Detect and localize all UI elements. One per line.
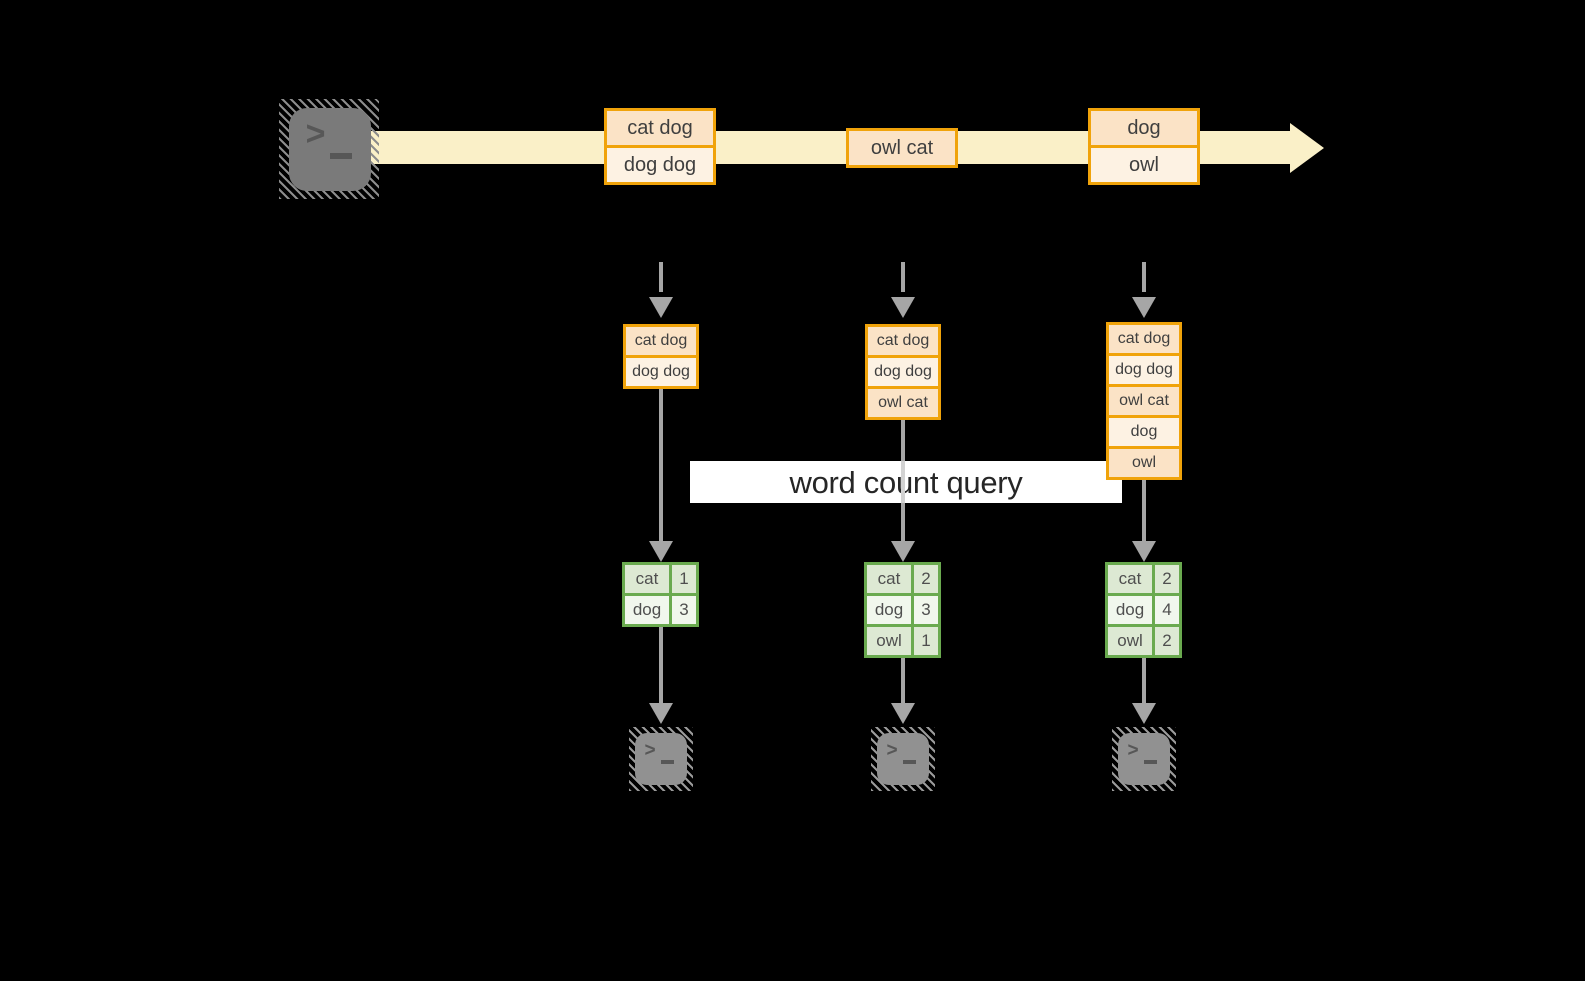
table-cell: 2 — [914, 565, 938, 593]
arrowhead-icon — [891, 297, 915, 318]
record-stack: cat dog dog dog owl cat — [865, 324, 941, 420]
table-cell: 1 — [672, 565, 696, 593]
connector-line — [901, 658, 905, 705]
prompt-chevron-icon: > — [886, 740, 898, 763]
record-cell: cat dog — [607, 111, 713, 145]
arrowhead-icon — [1132, 703, 1156, 724]
stack-cell: cat dog — [1109, 325, 1179, 353]
prompt-underscore-icon — [330, 152, 352, 159]
stack-cell: dog dog — [868, 355, 938, 386]
stack-cell: owl — [1109, 446, 1179, 477]
stream-arrowhead-icon — [1290, 123, 1324, 173]
record-cell: owl cat — [849, 131, 955, 165]
prompt-chevron-icon: > — [1127, 740, 1139, 763]
table-cell: 2 — [1155, 627, 1179, 655]
stream-record-box: cat dog dog dog — [604, 108, 716, 185]
stack-cell: dog dog — [626, 355, 696, 386]
terminal-icon: > — [1112, 727, 1176, 791]
prompt-underscore-icon — [1144, 760, 1157, 765]
stream-record-box: dog owl — [1088, 108, 1200, 185]
arrowhead-icon — [649, 541, 673, 562]
terminal-icon-face: > — [877, 733, 929, 785]
terminal-icon-face: > — [635, 733, 687, 785]
prompt-underscore-icon — [661, 760, 674, 765]
connector-line — [1142, 480, 1146, 543]
record-cell: dog dog — [607, 145, 713, 182]
arrowhead-icon — [649, 703, 673, 724]
dashed-arrow — [659, 262, 663, 292]
terminal-icon: > — [871, 727, 935, 791]
arrowhead-icon — [1132, 297, 1156, 318]
connector-line — [659, 627, 663, 705]
record-cell: owl — [1091, 145, 1197, 182]
table-cell: 3 — [672, 596, 696, 624]
terminal-icon: > — [629, 727, 693, 791]
stack-cell: cat dog — [626, 327, 696, 355]
word-count-table: cat 1 dog 3 — [622, 562, 699, 627]
table-cell: 2 — [1155, 565, 1179, 593]
arrowhead-icon — [891, 703, 915, 724]
record-cell: dog — [1091, 111, 1197, 145]
terminal-icon: > — [279, 99, 379, 199]
connector-line — [659, 389, 663, 543]
prompt-chevron-icon: > — [644, 740, 656, 763]
table-cell: 1 — [914, 627, 938, 655]
stack-cell: dog — [1109, 415, 1179, 446]
terminal-icon-face: > — [289, 108, 371, 191]
table-cell: dog — [625, 596, 669, 624]
query-label: word count query — [690, 461, 1122, 503]
stack-cell: owl cat — [868, 386, 938, 417]
record-stack: cat dog dog dog — [623, 324, 699, 389]
word-count-table: cat 2 dog 3 owl 1 — [864, 562, 941, 658]
stack-cell: cat dog — [868, 327, 938, 355]
table-cell: 4 — [1155, 596, 1179, 624]
prompt-chevron-icon: > — [305, 117, 326, 156]
dashed-arrow — [1142, 262, 1146, 292]
table-cell: cat — [625, 565, 669, 593]
stack-cell: owl cat — [1109, 384, 1179, 415]
record-stack: cat dog dog dog owl cat dog owl — [1106, 322, 1182, 480]
terminal-icon-face: > — [1118, 733, 1170, 785]
table-cell: dog — [1108, 596, 1152, 624]
table-cell: cat — [1108, 565, 1152, 593]
dashed-arrow — [901, 262, 905, 292]
connector-line — [1142, 658, 1146, 705]
word-count-table: cat 2 dog 4 owl 2 — [1105, 562, 1182, 658]
table-cell: dog — [867, 596, 911, 624]
table-cell: cat — [867, 565, 911, 593]
table-cell: 3 — [914, 596, 938, 624]
arrowhead-icon — [1132, 541, 1156, 562]
stream-record-box: owl cat — [846, 128, 958, 168]
prompt-underscore-icon — [903, 760, 916, 765]
arrowhead-icon — [649, 297, 673, 318]
table-cell: owl — [1108, 627, 1152, 655]
stack-cell: dog dog — [1109, 353, 1179, 384]
arrowhead-icon — [891, 541, 915, 562]
connector-line-overlay — [901, 461, 905, 503]
table-cell: owl — [867, 627, 911, 655]
